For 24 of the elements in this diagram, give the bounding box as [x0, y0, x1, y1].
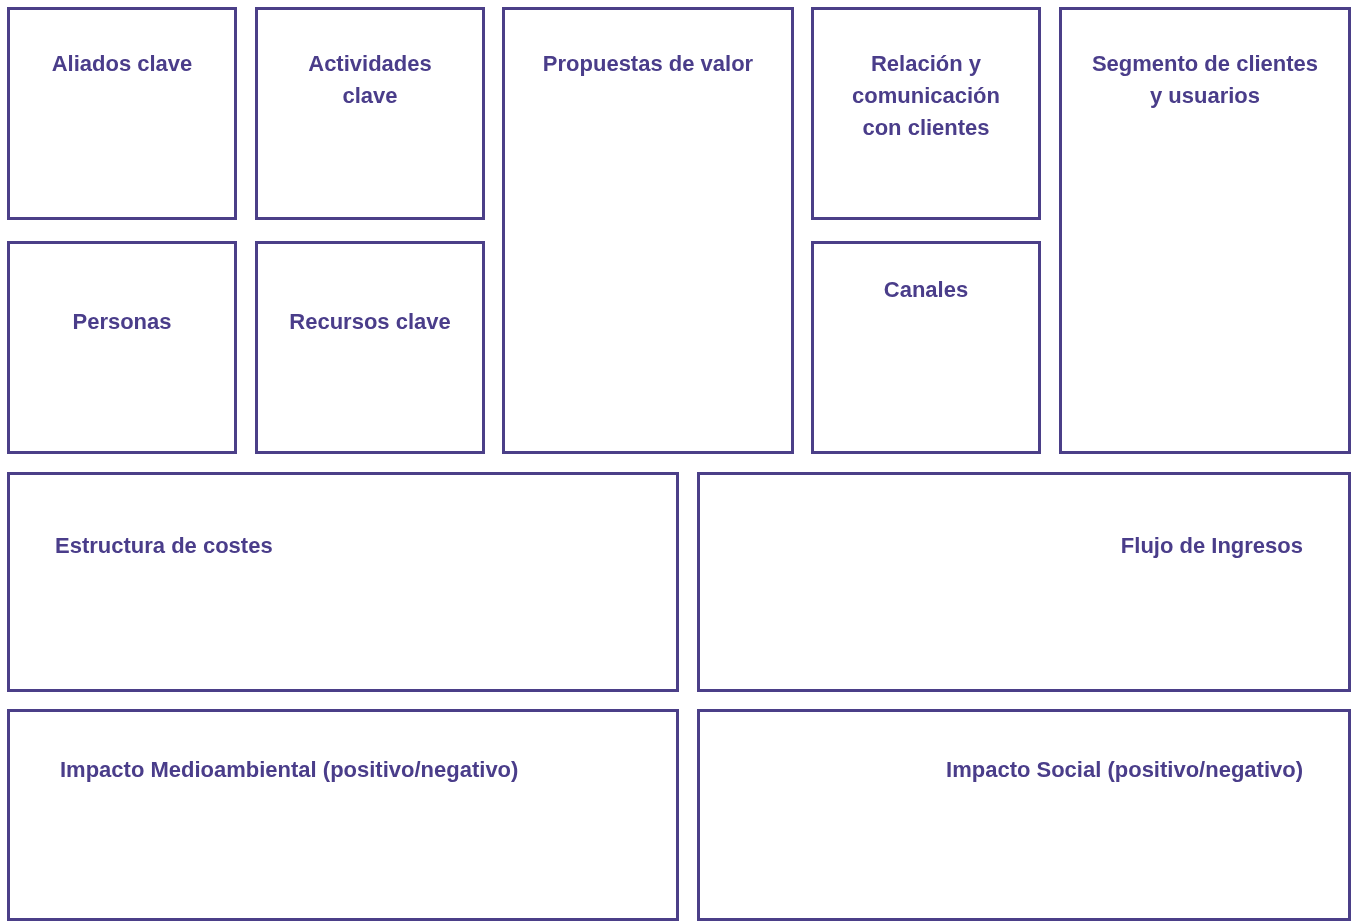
canvas-section — [811, 241, 1041, 454]
section-heading: Propuestas de valor — [541, 50, 755, 78]
canvas-section — [697, 709, 1351, 921]
canvas-section — [697, 472, 1351, 692]
section-heading: Relación y comunicación con clientes — [851, 50, 1001, 142]
canvas-section — [7, 7, 237, 220]
canvas-section — [255, 241, 485, 454]
section-heading: Segmento de clientes y usuarios — [1090, 50, 1320, 110]
canvas-section — [7, 472, 679, 692]
section-heading: Recursos clave — [288, 308, 452, 336]
section-heading: Aliados clave — [50, 50, 194, 78]
section-heading: Flujo de Ingresos — [1120, 532, 1303, 560]
canvas-section — [7, 241, 237, 454]
section-heading: Actividades clave — [307, 50, 433, 110]
canvas-section — [502, 7, 794, 454]
section-heading: Estructura de costes — [55, 532, 273, 560]
canvas-section — [811, 7, 1041, 220]
canvas-section — [1059, 7, 1351, 454]
section-heading: Impacto Medioambiental (positivo/negativo) — [60, 756, 519, 784]
section-heading: Impacto Social (positivo/negativo) — [946, 756, 1303, 784]
canvas-section — [7, 709, 679, 921]
section-heading: Canales — [882, 276, 970, 304]
section-heading: Personas — [71, 308, 173, 336]
canvas-section — [255, 7, 485, 220]
